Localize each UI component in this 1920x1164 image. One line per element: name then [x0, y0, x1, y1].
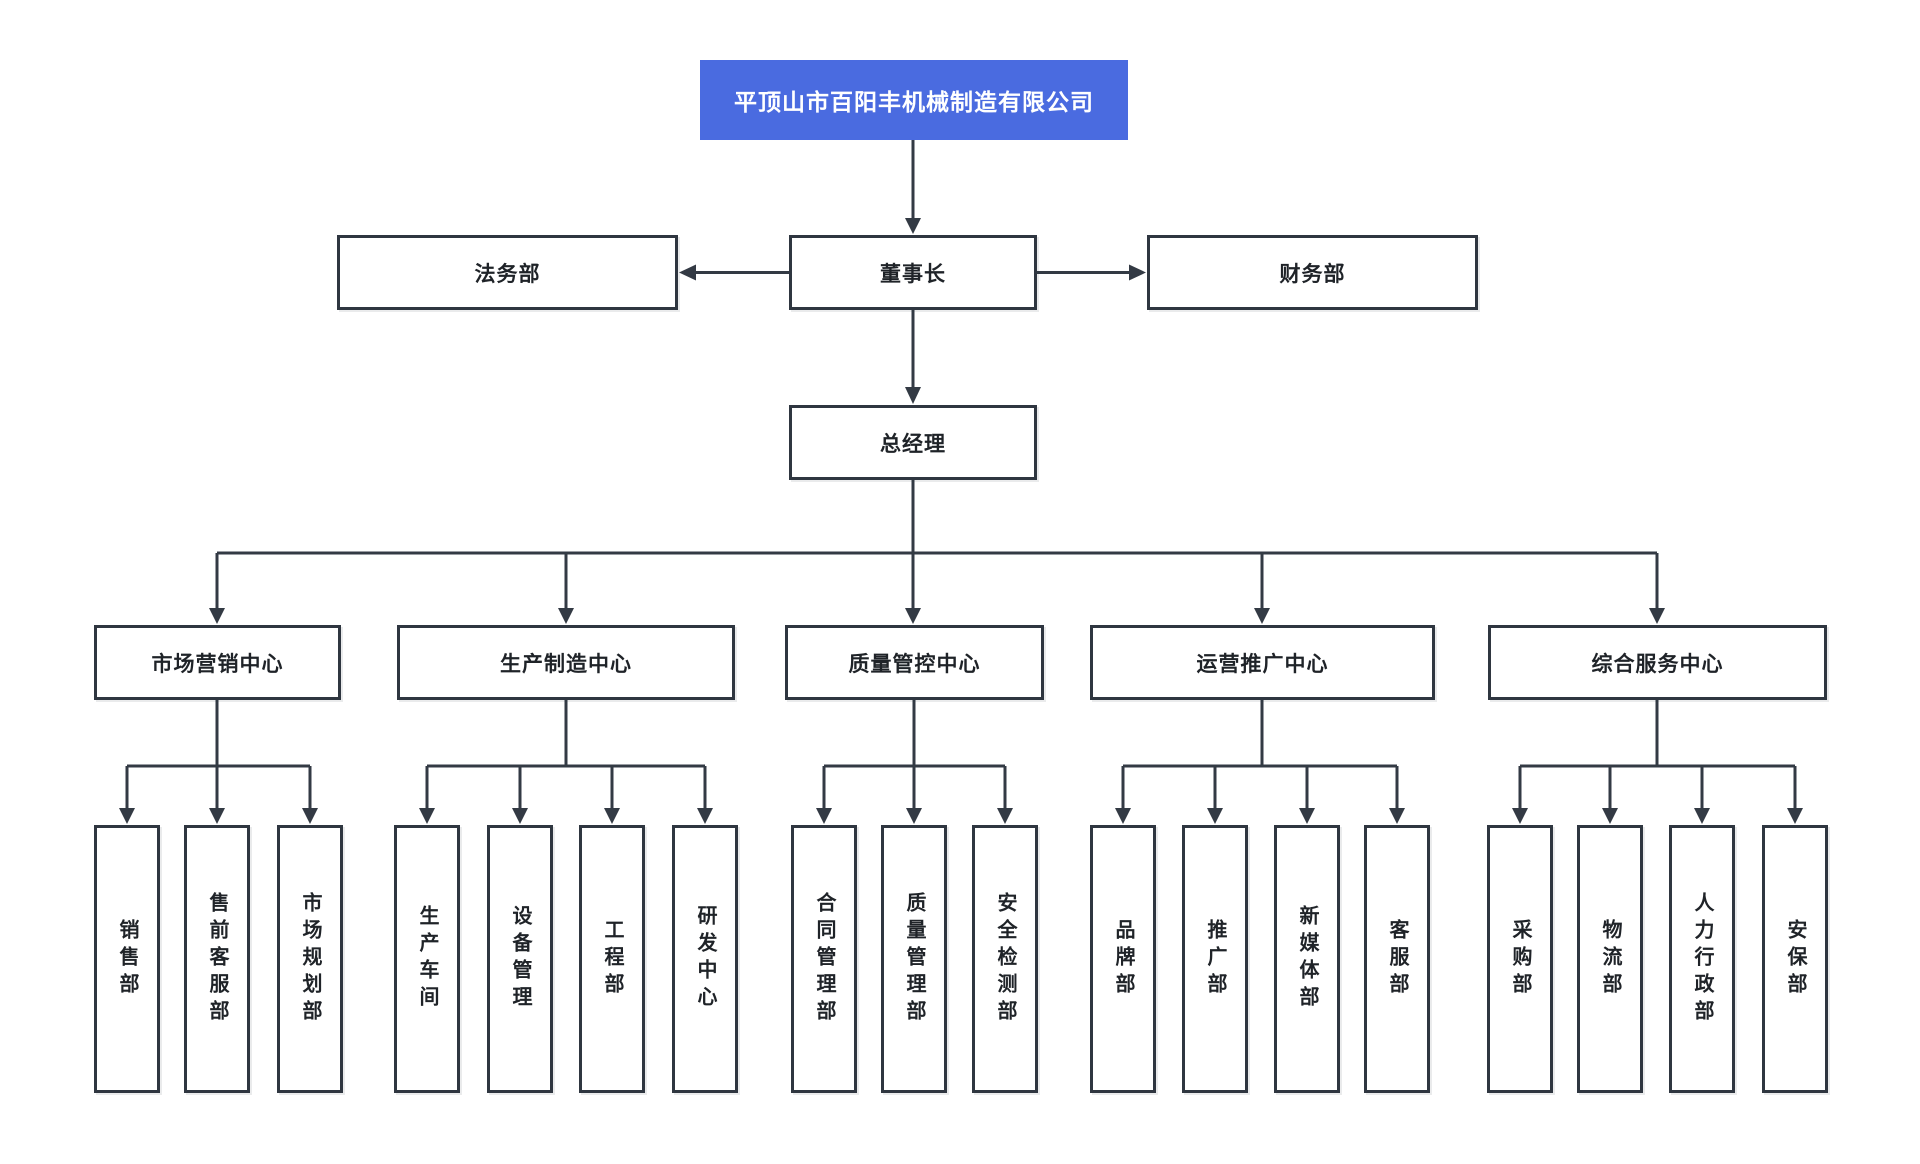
org-node-market-planning-dept: 市场规划部	[277, 825, 343, 1093]
arrowhead-down-icon	[1649, 608, 1665, 624]
org-node-label: 新媒体部	[1296, 905, 1318, 1013]
arrowhead-down-icon	[997, 808, 1013, 824]
org-node-label: 质量管控中心	[848, 652, 981, 676]
org-node-label: 合同管理部	[813, 891, 835, 1027]
org-node-equipment-management: 设备管理	[487, 825, 553, 1093]
connector-services-to-departments	[1518, 700, 1797, 809]
arrowhead-down-icon	[906, 808, 922, 824]
org-node-quality-center: 质量管控中心	[785, 625, 1044, 700]
org-node-label: 董事长	[880, 262, 946, 286]
org-node-label: 安全检测部	[994, 891, 1016, 1027]
org-node-label: 综合服务中心	[1591, 652, 1724, 676]
org-node-customer-service-dept: 客服部	[1364, 825, 1430, 1093]
connector-production-to-departments	[425, 700, 707, 809]
arrowhead-down-icon	[905, 218, 921, 234]
arrowhead-down-icon	[209, 808, 225, 824]
arrowhead-down-icon	[1787, 808, 1803, 824]
arrowhead-left-icon	[679, 264, 696, 281]
arrowhead-down-icon	[1694, 808, 1710, 824]
arrowhead-down-icon	[604, 808, 620, 824]
org-node-label: 推广部	[1204, 918, 1226, 1000]
org-node-safety-inspection-dept: 安全检测部	[972, 825, 1038, 1093]
org-node-brand-dept: 品牌部	[1090, 825, 1156, 1093]
org-node-chairman: 董事长	[789, 235, 1037, 310]
arrowhead-down-icon	[558, 608, 574, 624]
org-node-services-center: 综合服务中心	[1488, 625, 1827, 700]
org-node-label: 生产车间	[416, 905, 438, 1013]
connector-gm-to-centers	[215, 480, 1659, 609]
org-node-legal-dept: 法务部	[337, 235, 678, 310]
org-node-label: 研发中心	[694, 905, 716, 1013]
arrowhead-down-icon	[1602, 808, 1618, 824]
org-node-label: 运营推广中心	[1196, 652, 1329, 676]
arrowhead-down-icon	[512, 808, 528, 824]
arrowhead-right-icon	[1129, 264, 1146, 281]
org-node-label: 法务部	[474, 262, 541, 286]
org-node-label: 销售部	[116, 918, 138, 1000]
arrowhead-down-icon	[1207, 808, 1223, 824]
arrowhead-down-icon	[697, 808, 713, 824]
org-node-logistics-dept: 物流部	[1577, 825, 1643, 1093]
arrowhead-down-icon	[905, 608, 921, 624]
org-node-label: 品牌部	[1112, 918, 1134, 1000]
connector-marketing-to-departments	[125, 700, 312, 809]
arrowhead-down-icon	[302, 808, 318, 824]
org-node-contract-management-dept: 合同管理部	[791, 825, 857, 1093]
arrowhead-down-icon	[209, 608, 225, 624]
org-node-label: 市场营销中心	[151, 652, 284, 676]
org-node-label: 总经理	[880, 432, 946, 456]
org-node-label: 生产制造中心	[500, 652, 632, 676]
org-node-presales-service-dept: 售前客服部	[184, 825, 250, 1093]
org-node-sales-dept: 销售部	[94, 825, 160, 1093]
arrowhead-down-icon	[905, 387, 921, 404]
org-node-promotion-dept: 推广部	[1182, 825, 1248, 1093]
org-node-rd-center: 研发中心	[672, 825, 738, 1093]
org-node-production-center: 生产制造中心	[397, 625, 735, 700]
org-node-operations-center: 运营推广中心	[1090, 625, 1435, 700]
arrowhead-down-icon	[1115, 808, 1131, 824]
org-node-label: 市场规划部	[299, 891, 321, 1027]
org-node-marketing-center: 市场营销中心	[94, 625, 341, 700]
org-node-label: 物流部	[1599, 918, 1621, 1000]
org-node-label: 财务部	[1279, 262, 1346, 286]
org-node-label: 工程部	[601, 918, 623, 1000]
org-node-label: 客服部	[1386, 918, 1408, 1000]
org-node-engineering-dept: 工程部	[579, 825, 645, 1093]
org-node-label: 平顶山市百阳丰机械制造有限公司	[734, 89, 1094, 115]
arrowhead-down-icon	[1389, 808, 1405, 824]
org-node-finance-dept: 财务部	[1147, 235, 1478, 310]
org-node-general-manager: 总经理	[789, 405, 1037, 480]
org-node-label: 安保部	[1784, 918, 1806, 1000]
org-node-quality-management-dept: 质量管理部	[881, 825, 947, 1093]
connector-quality-to-departments	[822, 700, 1007, 809]
arrowhead-down-icon	[1512, 808, 1528, 824]
org-node-label: 采购部	[1509, 918, 1531, 1000]
org-node-hr-admin-dept: 人力行政部	[1669, 825, 1735, 1093]
org-node-new-media-dept: 新媒体部	[1274, 825, 1340, 1093]
arrowhead-down-icon	[119, 808, 135, 824]
org-node-root: 平顶山市百阳丰机械制造有限公司	[700, 60, 1128, 140]
org-node-production-workshop: 生产车间	[394, 825, 460, 1093]
org-node-label: 设备管理	[509, 905, 531, 1013]
arrowhead-down-icon	[419, 808, 435, 824]
org-node-procurement-dept: 采购部	[1487, 825, 1553, 1093]
connector-operations-to-departments	[1121, 700, 1399, 809]
org-node-label: 售前客服部	[206, 891, 228, 1027]
org-node-label: 质量管理部	[903, 891, 925, 1027]
org-node-label: 人力行政部	[1691, 891, 1713, 1027]
org-node-security-dept: 安保部	[1762, 825, 1828, 1093]
arrowhead-down-icon	[1254, 608, 1270, 624]
arrowhead-down-icon	[1299, 808, 1315, 824]
arrowhead-down-icon	[816, 808, 832, 824]
